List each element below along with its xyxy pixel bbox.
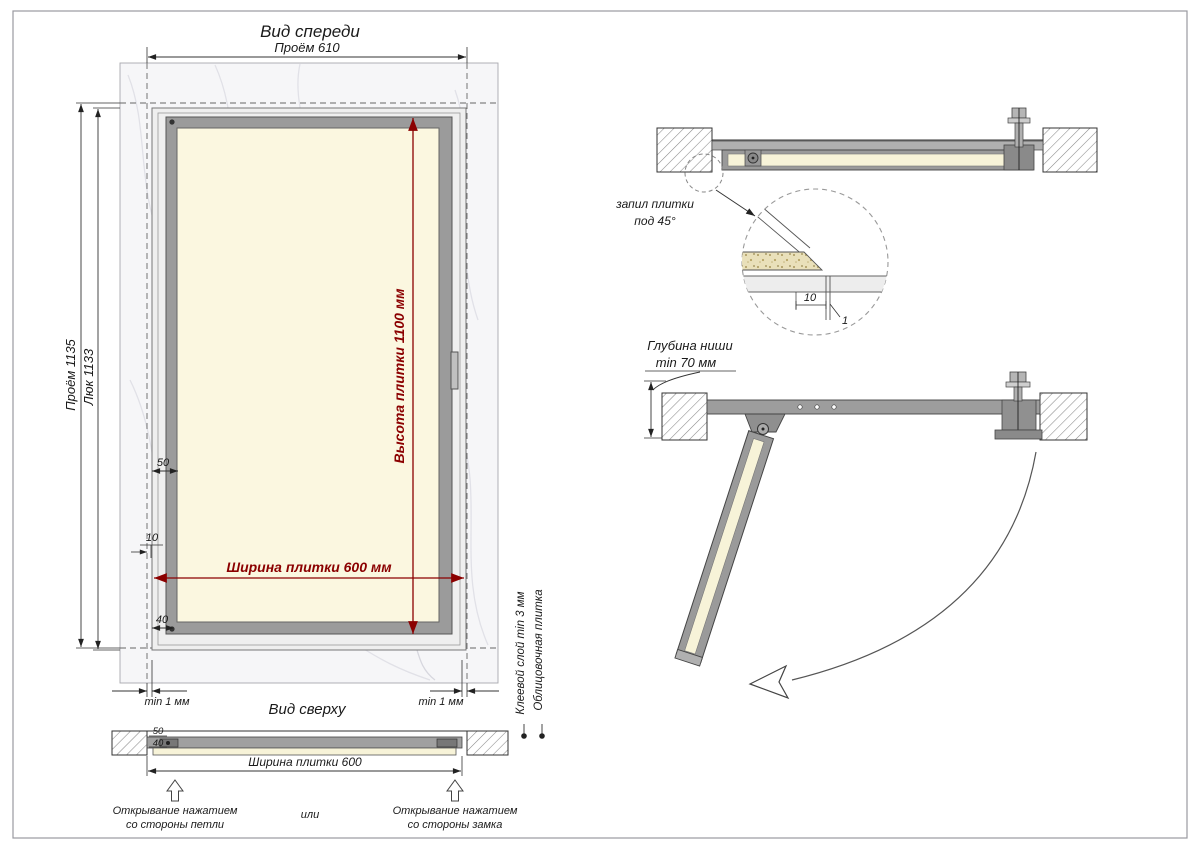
open-hinge-label-line2: со стороны петли — [126, 819, 224, 831]
wall-block-right — [1042, 127, 1098, 173]
door-tile-core — [727, 153, 1028, 167]
dim-gap-left-label: min 1 мм — [144, 696, 189, 708]
wall-section-right — [466, 730, 509, 756]
frame-hole — [831, 404, 837, 410]
tile-layer-bar — [152, 747, 457, 756]
dim-tile-height-label: Высота плитки 1100 мм — [391, 288, 407, 464]
wall-section-left — [111, 730, 148, 756]
section-closed-view: запил плитки под 45° 10 1 — [615, 107, 1098, 336]
dim-opening-height-label: Проём 1135 — [63, 338, 78, 410]
dim-bottom-40-label: 40 — [156, 614, 169, 626]
hinge-pin — [166, 741, 170, 745]
open-door-panel[interactable] — [674, 430, 775, 667]
dim-hatch-height-label: Люк 1133 — [81, 348, 96, 406]
dim-tile-width: Ширина плитки 600 мм — [154, 559, 464, 583]
frame-hole — [797, 404, 803, 410]
frame-hole — [814, 404, 820, 410]
detail-leader-arrow — [715, 189, 756, 217]
swing-direction-arrow — [748, 664, 790, 700]
hinge-pin-bottom — [169, 626, 175, 632]
dim-topview-tile-width: Ширина плитки 600 — [146, 755, 463, 776]
wall-block-left — [656, 127, 713, 173]
adjustment-bolt-open — [994, 371, 1043, 440]
dim-opening-width: Проём 610 — [146, 40, 468, 63]
dim-opening-width-label: Проём 610 — [274, 40, 340, 55]
label-tile-cut-line1: запил плитки — [615, 197, 694, 211]
wall-block-right-open — [1039, 392, 1088, 441]
swing-arc — [791, 451, 1037, 681]
lock-block — [436, 738, 458, 748]
dim-hatch-height: Люк 1133 — [81, 107, 120, 651]
label-niche-depth-line1: Глубина ниши — [647, 338, 732, 353]
detail-dim-gap-label: 1 — [842, 315, 848, 327]
dim-topview-tile-width-label: Ширина плитки 600 — [248, 755, 362, 769]
dim-gap-left: min 1 мм — [112, 660, 190, 708]
label-adhesive-layer: Клеевой слой min 3 мм — [515, 591, 527, 714]
frame-profile — [711, 140, 1044, 151]
or-label: или — [301, 809, 319, 821]
front-view-title: Вид спереди — [260, 22, 360, 41]
open-lock-label-line2: со стороны замка — [408, 819, 503, 831]
detail-source-circle — [684, 153, 724, 193]
profile-dims: 50 40 — [149, 726, 167, 749]
frame-profile-open — [706, 399, 1041, 415]
opening-direction-annotations: Открывание нажатием со стороны петли или… — [113, 779, 518, 831]
hatch-tile-panel[interactable] — [176, 127, 440, 623]
open-hinge-label-line1: Открывание нажатием — [113, 805, 238, 817]
top-view-title: Вид сверху — [269, 701, 347, 718]
hinge-pivot-center — [751, 156, 755, 160]
press-arrow-hinge-icon — [166, 779, 184, 802]
dim-offset-10-label: 10 — [146, 532, 159, 544]
label-tile-cut-line2: под 45° — [634, 214, 676, 228]
page-border — [12, 10, 1188, 839]
dim-gap-right: min 1 мм — [418, 660, 499, 708]
dim-tile-width-label: Ширина плитки 600 мм — [226, 559, 392, 575]
detail-dim-offset-label: 10 — [804, 292, 817, 304]
door-pivot-center — [761, 427, 765, 431]
dim-offset-10: 10 — [131, 532, 163, 558]
dim-bottom-40: 40 — [152, 614, 174, 631]
dim-gap-right-label: min 1 мм — [418, 696, 463, 708]
dim-niche-depth — [644, 370, 736, 439]
top-view: Вид сверху 50 40 Ширина плитки 600 Клеев… — [111, 589, 545, 831]
fixed-tile-45-cut — [742, 251, 824, 271]
dim-tile-height: Высота плитки 1100 мм — [391, 118, 418, 634]
dim-frame-50: 50 — [152, 457, 178, 474]
hinge-pin-top — [169, 119, 175, 125]
hinge-arm — [744, 413, 786, 433]
front-view: Вид спереди — [63, 22, 499, 708]
dim-profile-40-label: 40 — [153, 738, 164, 749]
detail-contents: 10 1 — [742, 205, 888, 327]
wall-block-left-open — [661, 392, 708, 441]
label-facing-tile: Облицовочная плитка — [533, 589, 545, 710]
layer-callouts: Клеевой слой min 3 мм Облицовочная плитк… — [515, 589, 545, 739]
dim-opening-height: Проём 1135 — [63, 102, 120, 649]
dim-frame-50-label: 50 — [157, 457, 170, 469]
hatch-lock-handle[interactable] — [450, 351, 459, 390]
open-lock-label-line1: Открывание нажатием — [393, 805, 518, 817]
door-tile-layer — [742, 275, 888, 293]
section-open-view: Глубина ниши min 70 мм — [644, 338, 1088, 700]
adjustment-bolt-closed — [1003, 107, 1035, 171]
dim-profile-50-label: 50 — [153, 726, 164, 737]
label-niche-depth-line2: min 70 мм — [656, 355, 717, 370]
frame-profile-bar — [146, 736, 463, 749]
hatch-frame-inner-line — [157, 112, 461, 646]
press-arrow-lock-icon — [446, 779, 464, 802]
